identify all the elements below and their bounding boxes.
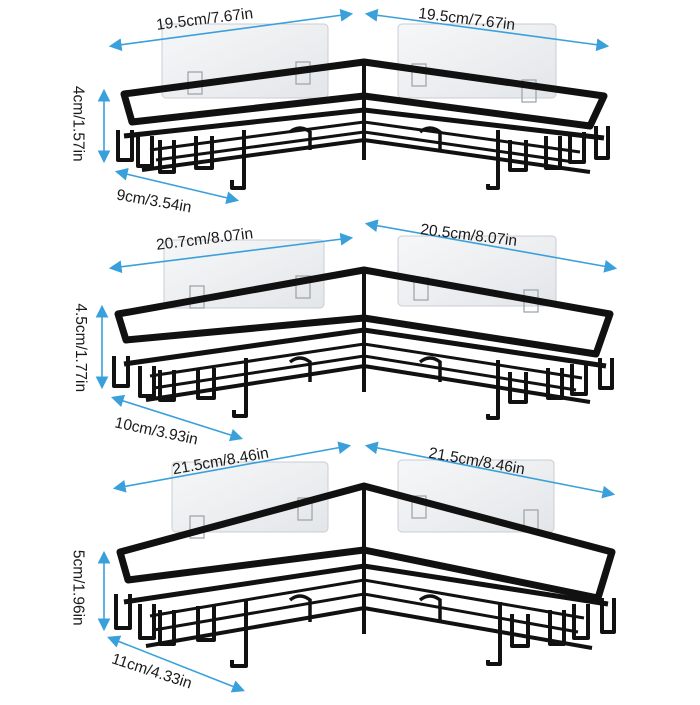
rack-2-height-label: 4.5cm/1.77in (72, 303, 90, 393)
rack-large (97, 441, 616, 693)
adhesive-pad-right (397, 235, 557, 307)
rack-1-height-label: 4cm/1.57in (69, 85, 87, 162)
rack-medium (95, 219, 618, 442)
rack-3-height-label: 5cm/1.96in (69, 549, 87, 626)
rack-small (97, 8, 610, 205)
